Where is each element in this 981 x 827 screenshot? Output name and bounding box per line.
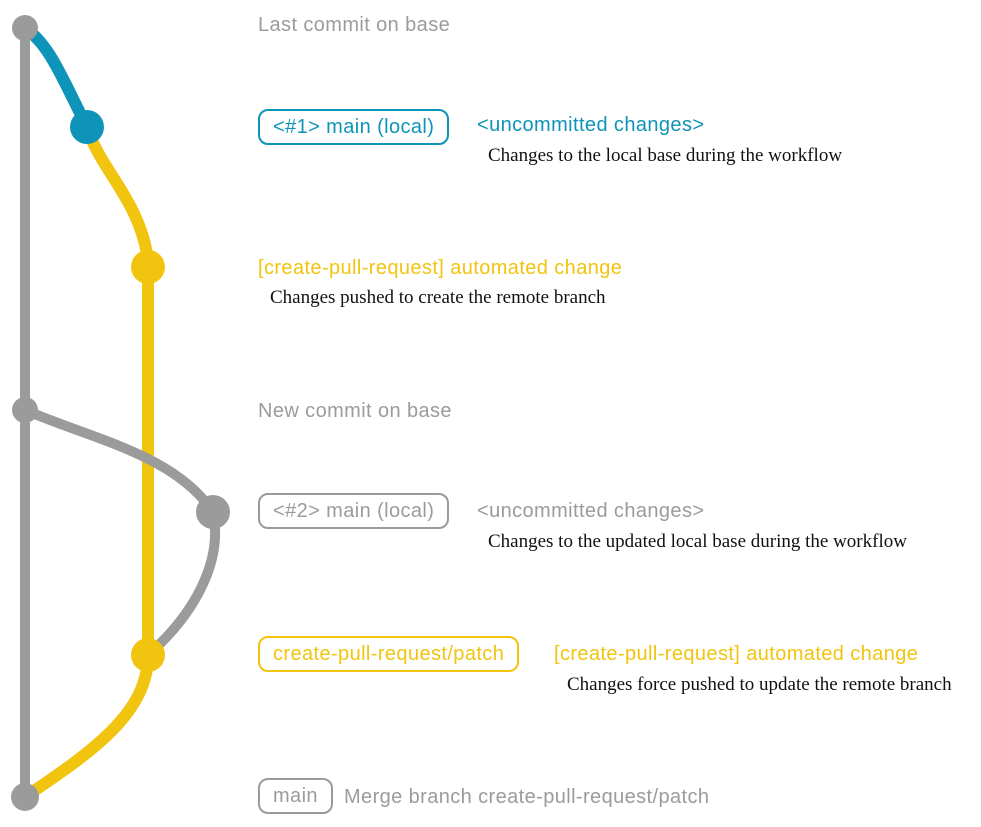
commit-dot-last-base	[12, 15, 38, 41]
last-commit-message: Last commit on base	[258, 14, 451, 36]
badge-text: main	[258, 778, 333, 814]
commit-dot-new-base	[12, 397, 38, 423]
badge-text: <#1> main (local)	[258, 109, 450, 145]
commit-dot-local-main-2	[196, 495, 230, 529]
badge-text: <#2> main (local)	[258, 493, 450, 529]
patch-merge-line	[21, 654, 154, 802]
badge-text: create-pull-request/patch	[258, 636, 520, 672]
note-force-push: Changes force pushed to update the remot…	[567, 674, 952, 695]
merge-message: Merge branch create-pull-request/patch	[344, 786, 710, 808]
branch-badge-main: main	[258, 778, 333, 814]
commit-dot-push-2	[131, 638, 165, 672]
commit-dot-local-main-1	[70, 110, 104, 144]
commit-dot-merge	[11, 783, 39, 811]
uncommitted-changes-message-2: <uncommitted changes>	[477, 500, 705, 522]
automated-change-message-1: [create-pull-request] automated change	[258, 257, 623, 279]
updated-local-main-line	[23, 405, 218, 515]
note-updated-local-base: Changes to the updated local base during…	[488, 531, 907, 552]
automated-change-message-2: [create-pull-request] automated change	[554, 643, 919, 665]
patch-branch-line	[81, 125, 154, 655]
new-commit-message: New commit on base	[258, 400, 452, 422]
branch-badge-main-local-1: <#1> main (local)	[258, 109, 450, 145]
branch-badge-main-local-2: <#2> main (local)	[258, 493, 450, 529]
force-push-line	[144, 510, 221, 659]
note-push-create: Changes pushed to create the remote bran…	[270, 287, 606, 308]
note-local-base: Changes to the local base during the wor…	[488, 145, 843, 166]
branch-badge-patch: create-pull-request/patch	[258, 636, 520, 672]
local-main-branch-line	[21, 23, 93, 130]
uncommitted-changes-message-1: <uncommitted changes>	[477, 114, 705, 136]
commit-dot-push-1	[131, 250, 165, 284]
